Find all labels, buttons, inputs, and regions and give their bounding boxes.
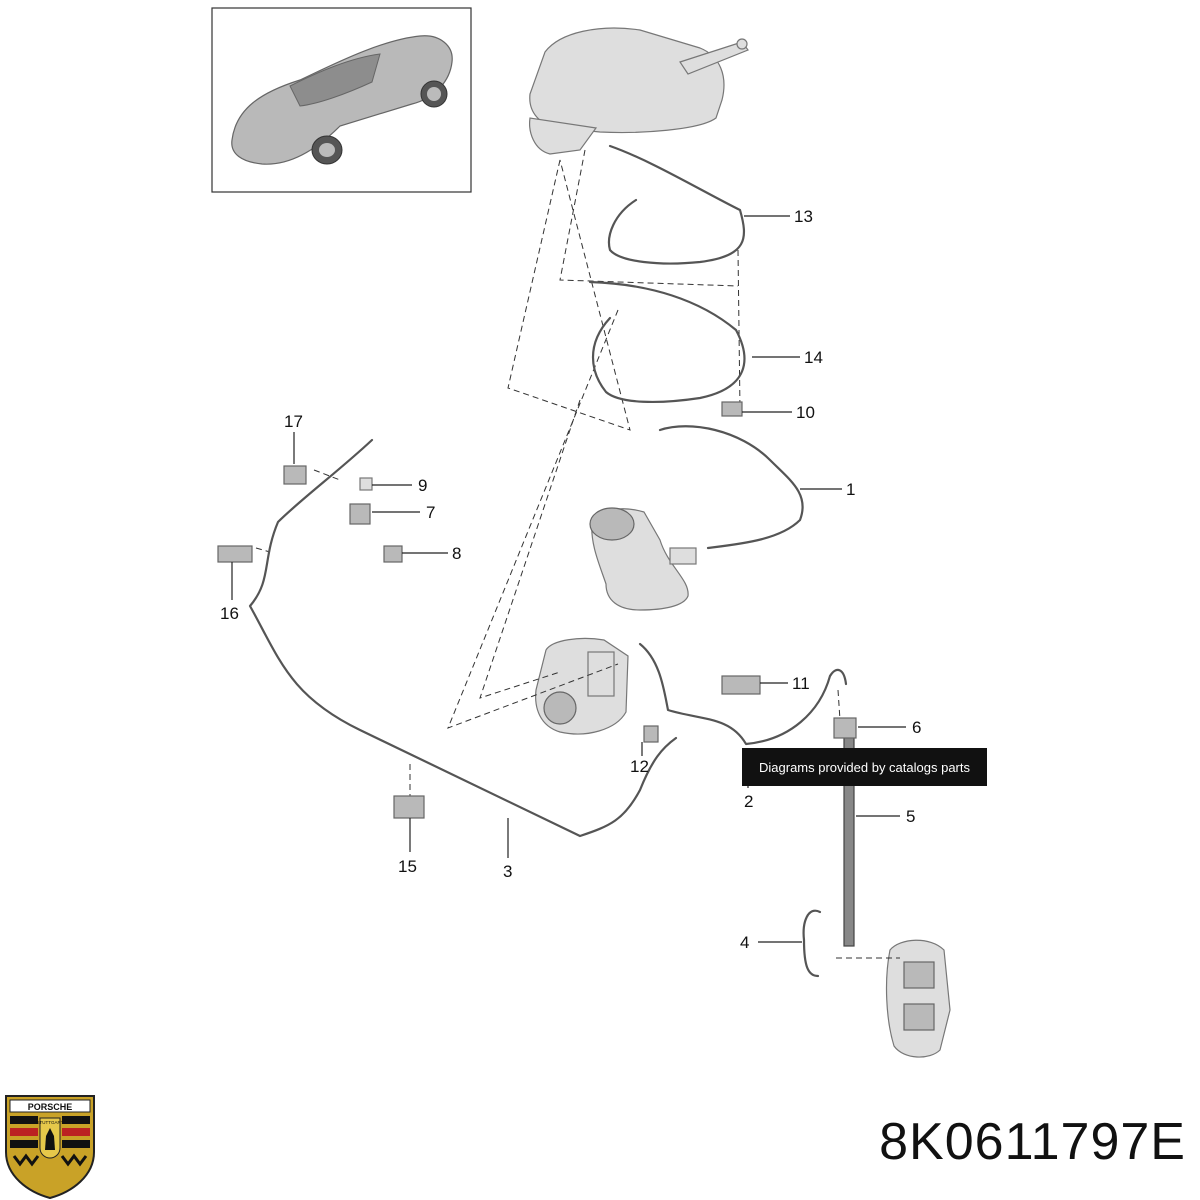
bracket-7: [349, 503, 371, 525]
brake-pipes: [248, 144, 855, 978]
callout-1: 1: [846, 480, 855, 499]
diagram-credit-banner: Diagrams provided by catalogs parts: [742, 748, 987, 786]
clip-12: [643, 725, 659, 743]
grommet-8: [383, 545, 403, 563]
part-number: 8K0611797E: [879, 1113, 1186, 1171]
callout-11: 11: [792, 674, 810, 693]
pipe-13: [608, 144, 746, 265]
clip-17: [283, 465, 307, 485]
callout-6: 6: [912, 718, 921, 737]
clip-15: [393, 795, 425, 819]
pipe-2: [638, 642, 848, 746]
pump-unit: [589, 507, 697, 611]
bracket-6: [833, 717, 857, 739]
pipe-3: [248, 438, 678, 838]
callout-3: 3: [503, 862, 512, 881]
clip-16: [217, 545, 253, 563]
clip-10: [721, 401, 743, 417]
small-parts: [217, 401, 857, 819]
callouts: 13 14 10 1 17 9 7 8 16 11 6 12 2 5 15 3: [220, 207, 921, 952]
pipe-14: [588, 280, 746, 404]
callout-2: 2: [744, 792, 753, 811]
pipe-4: [802, 909, 822, 978]
svg-text:STUTTGART: STUTTGART: [37, 1120, 64, 1125]
callout-17: 17: [284, 412, 303, 431]
svg-text:PORSCHE: PORSCHE: [28, 1102, 73, 1112]
callout-12: 12: [630, 757, 649, 776]
callout-16: 16: [220, 604, 239, 623]
callout-9: 9: [418, 476, 427, 495]
reference-lines: [255, 149, 900, 959]
brake-caliper: [885, 939, 951, 1058]
master-cylinder-assembly: [529, 27, 749, 155]
bracket-9: [359, 477, 373, 491]
vehicle-thumbnail: [211, 7, 472, 193]
porsche-crest-logo: PORSCHE STUTTGART: [5, 1095, 95, 1200]
callout-15: 15: [398, 857, 417, 876]
callout-5: 5: [906, 807, 915, 826]
clip-11: [721, 675, 761, 695]
abs-unit: [535, 637, 629, 735]
callout-14: 14: [804, 348, 823, 367]
callout-4: 4: [740, 933, 749, 952]
callout-7: 7: [426, 503, 435, 522]
callout-10: 10: [796, 403, 815, 422]
callout-13: 13: [794, 207, 813, 226]
callout-8: 8: [452, 544, 461, 563]
pipe-1: [658, 425, 804, 550]
